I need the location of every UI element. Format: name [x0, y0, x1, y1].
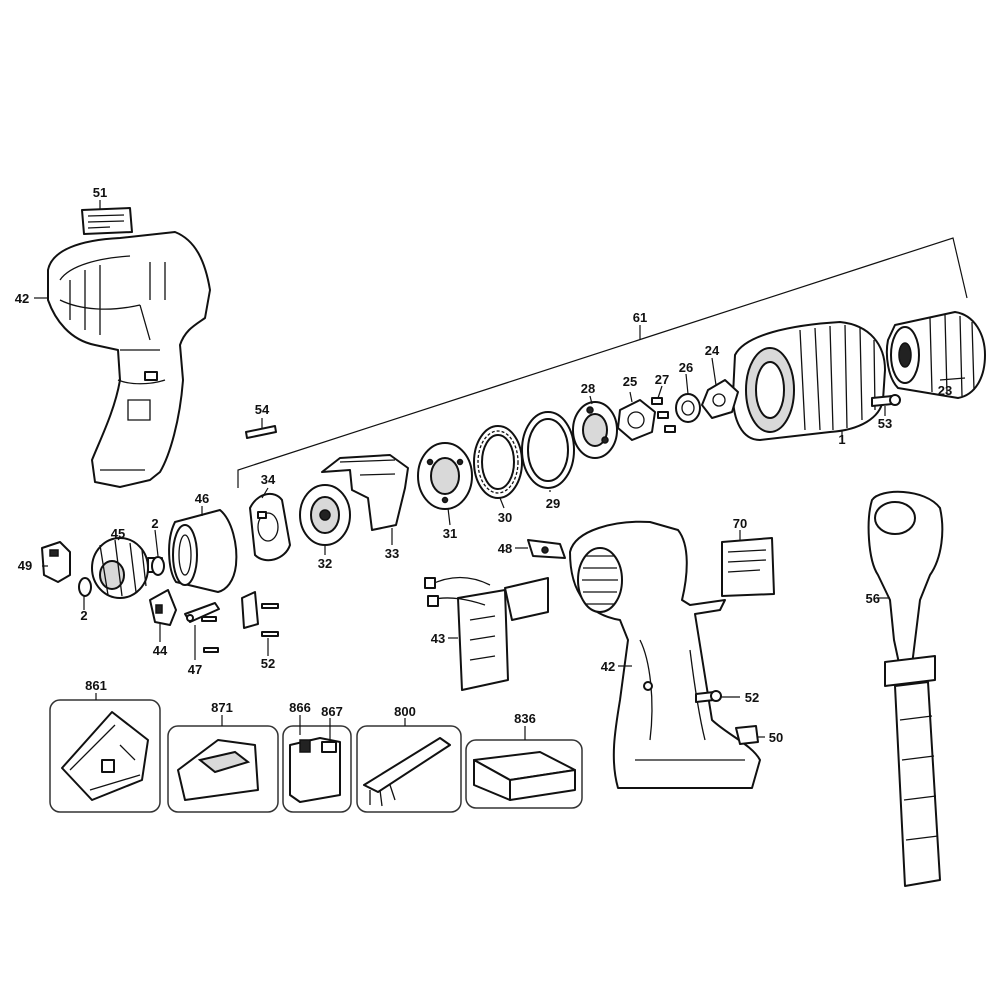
link-52a — [241, 591, 279, 637]
callout-32: 32 — [318, 556, 332, 571]
washer-24 — [701, 379, 739, 419]
callout-42-bottom: 42 — [601, 659, 615, 674]
callout-34: 34 — [261, 472, 276, 487]
callout-31: 31 — [443, 526, 457, 541]
bearing-2 — [151, 556, 165, 576]
pin-27c — [664, 425, 676, 433]
side-handle-56 — [867, 490, 944, 887]
clip-50 — [735, 725, 759, 745]
callout-867: 867 — [321, 704, 343, 719]
housing-half-left — [47, 207, 211, 488]
plate-34 — [249, 492, 291, 562]
accessory-box-866-867 — [282, 725, 352, 813]
gear-housing-1 — [732, 321, 886, 441]
callout-23: 23 — [938, 383, 952, 398]
gear-train-small-parts — [572, 379, 739, 459]
gear-26 — [675, 393, 701, 423]
pin-27b — [657, 411, 669, 419]
callout-2-lower: 2 — [80, 608, 87, 623]
callout-25: 25 — [623, 374, 637, 389]
callout-2-upper: 2 — [151, 516, 158, 531]
link-47 — [184, 602, 220, 653]
callout-26: 26 — [679, 360, 693, 375]
screw-53 — [871, 394, 901, 407]
brush-plate-44 — [149, 589, 177, 626]
housing-half-right — [569, 520, 761, 789]
callout-53: 53 — [878, 416, 892, 431]
callout-866: 866 — [289, 700, 311, 715]
ring-29 — [521, 411, 575, 489]
callout-24: 24 — [705, 343, 720, 358]
callout-33: 33 — [385, 546, 399, 561]
callout-29: 29 — [546, 496, 560, 511]
plate-31 — [417, 442, 473, 510]
callout-28: 28 — [581, 381, 595, 396]
brush-holder-49 — [41, 541, 71, 583]
accessory-box-836 — [465, 739, 583, 809]
switch-43 — [424, 576, 549, 691]
label-plate-70 — [721, 537, 775, 597]
callout-51: 51 — [93, 185, 107, 200]
accessory-box-861 — [49, 699, 161, 813]
callout-56: 56 — [866, 591, 880, 606]
callout-49: 49 — [18, 558, 32, 573]
ring-gear-30 — [473, 425, 523, 499]
chuck-23 — [885, 311, 986, 399]
callout-45: 45 — [111, 526, 125, 541]
callout-27: 27 — [655, 372, 669, 387]
callout-52-left: 52 — [261, 656, 275, 671]
callout-44: 44 — [153, 643, 168, 658]
screw-52b — [695, 690, 722, 703]
clutch-32 — [299, 484, 351, 546]
carrier-25 — [617, 399, 656, 441]
callout-labels: 51 42 61 24 26 27 25 28 23 53 1 54 34 46… — [15, 185, 952, 745]
callout-70: 70 — [733, 516, 747, 531]
pin-27a — [651, 397, 663, 405]
leader-lines — [34, 200, 968, 740]
clutch-bracket-33 — [321, 454, 409, 531]
callout-52-right: 52 — [745, 690, 759, 705]
callout-43: 43 — [431, 631, 445, 646]
callout-48: 48 — [498, 541, 512, 556]
motor-can-46 — [168, 509, 238, 593]
callout-50: 50 — [769, 730, 783, 745]
callout-61: 61 — [633, 310, 647, 325]
callout-836: 836 — [514, 711, 536, 726]
callout-30: 30 — [498, 510, 512, 525]
clip-54 — [245, 425, 277, 439]
callout-800: 800 — [394, 704, 416, 719]
callout-861: 861 — [85, 678, 107, 693]
callout-42-top: 42 — [15, 291, 29, 306]
callout-46: 46 — [195, 491, 209, 506]
reverse-button-48 — [527, 539, 566, 559]
accessory-box-871 — [167, 725, 279, 813]
accessory-box-800 — [356, 725, 462, 813]
callout-47: 47 — [188, 662, 202, 677]
callout-1: 1 — [838, 432, 845, 447]
callout-54: 54 — [255, 402, 270, 417]
callout-871: 871 — [211, 700, 233, 715]
bearing-2b — [78, 577, 92, 597]
